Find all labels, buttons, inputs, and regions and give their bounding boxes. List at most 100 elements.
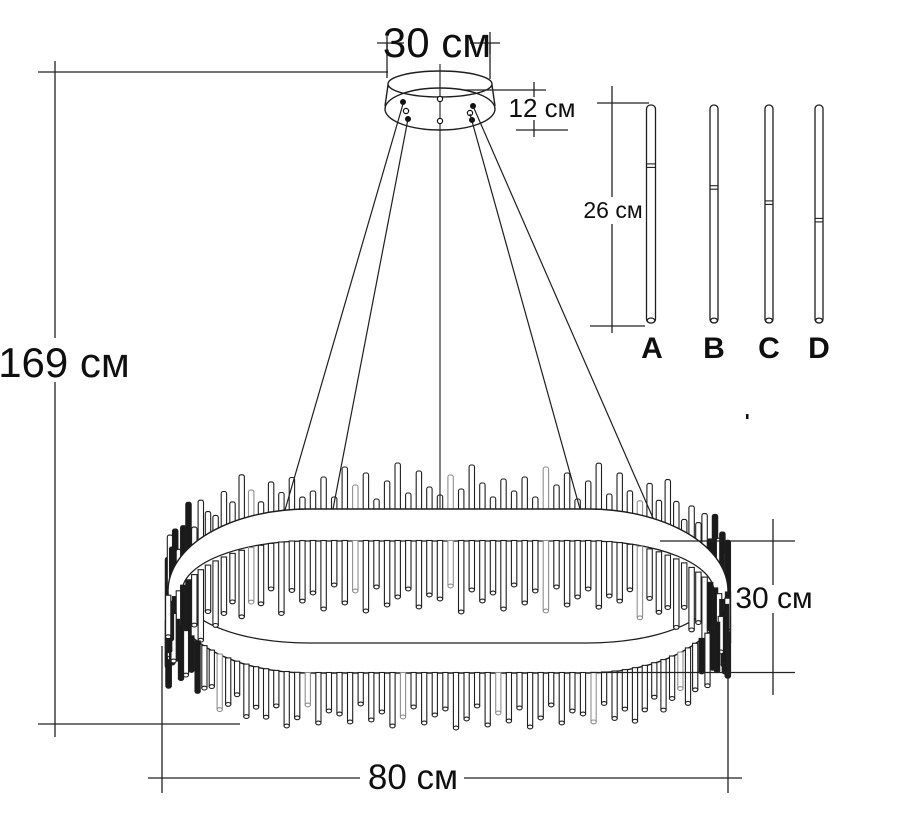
dim-body-width [148,640,742,793]
crystal-rod [677,651,684,690]
rod-variant-tube-d [814,104,824,324]
crystal-rod [238,549,245,618]
crystal-rod [325,671,333,712]
crystal-rod [431,671,438,716]
crystal-rod [410,671,417,708]
crystal-rod [558,671,565,724]
crystal-rod [278,541,285,615]
crystal-rod [479,539,486,602]
crystal-rod [505,671,513,722]
crystal-rod [415,539,423,608]
crystal-rod [336,671,343,715]
crystal-rod [180,584,187,631]
label-canopy-height: 12 см [508,93,575,123]
crystal-rod [695,571,702,624]
crystal-rod [447,539,454,587]
crystal-rod [288,540,296,592]
crystal-rod [590,671,597,723]
label-canopy-width: 30 см [383,19,491,66]
crystal-rod [489,539,497,594]
crystal-rod [651,662,658,698]
crystal-rod [510,539,518,586]
label-total-height: 169 см [0,339,130,386]
crystal-rod [247,547,255,603]
label-rod-length: 26 см [583,197,642,223]
crystal-rod [204,564,212,613]
crystal-rod [680,562,688,608]
crystal-rod [383,539,391,606]
dim-canopy-height [464,82,568,137]
crystal-rod [262,668,270,718]
crystal-rod [542,539,550,612]
crystal-rod [220,556,228,615]
crystal-rod [330,539,338,586]
crystal-rod [595,540,603,608]
dim-total-height [38,61,388,737]
dim-rod-length [590,86,649,333]
crystal-rod [468,539,476,591]
variant-letter-a: A [641,332,663,365]
crystal-rod [673,558,680,628]
crystal-rod [692,642,699,691]
variant-letter-b: B [703,332,725,365]
crystal-rod [484,671,491,726]
variant-letter-d: D [808,332,830,365]
rod-variant-tube-b [709,104,719,324]
crystal-rod [495,671,502,714]
rod-variant-joints [646,163,823,223]
crystal-rod [457,539,465,613]
crystal-rod [548,671,555,706]
crystal-rod [664,554,672,609]
stray-mark [746,414,749,419]
crystal-rod [216,653,223,711]
crystal-rod [532,539,539,592]
crystal-rod [194,640,201,692]
crystal-rod [463,671,470,720]
crystal-rod [267,542,275,590]
crystal-rod [229,552,236,603]
crystal-rod [521,539,528,604]
crystal-rod [574,539,581,598]
crystal-rod [516,671,523,709]
crystal-rod [704,632,711,687]
crystal-rod [352,539,359,592]
crystal-rod [208,649,215,688]
crystal-rod [243,663,250,718]
crystal-rod [526,671,534,728]
crystal-rod [273,669,280,707]
dim-body-height [590,519,795,695]
cable-left-outer [284,103,404,511]
crystal-rod [294,671,301,719]
crystal-rod [394,539,401,598]
crystal-rod [225,657,232,705]
suspension-cables [284,103,654,519]
crystal-rod [616,542,623,602]
crystal-rod [373,539,380,588]
crystal-rod [626,543,634,591]
crystal-rod [621,669,629,710]
cable-right-inner [469,113,581,510]
crystal-rod [346,671,354,723]
crystal-rod [500,539,507,610]
crystal-rod [421,671,428,724]
rod-variant-tube-c [764,104,774,324]
crystal-rod [436,539,444,600]
crystal-rod [688,566,695,631]
crystal-rod [606,540,613,597]
crystal-rod [399,671,407,718]
label-body-height: 30 см [735,582,812,615]
crystal-rod [257,544,265,605]
canopy-mount-holes [400,95,477,125]
crystal-rod [452,671,460,729]
crystal-rod [212,560,219,626]
crystal-rod [579,671,587,715]
cable-right-outer [472,105,654,519]
crystal-rod [320,539,327,610]
crystal-rod [563,539,571,606]
crystal-rod [389,671,396,727]
crystal-rod [165,594,172,638]
crystal-rod [646,548,653,599]
crystal-rod [357,671,364,705]
crystal-rod [473,671,481,707]
